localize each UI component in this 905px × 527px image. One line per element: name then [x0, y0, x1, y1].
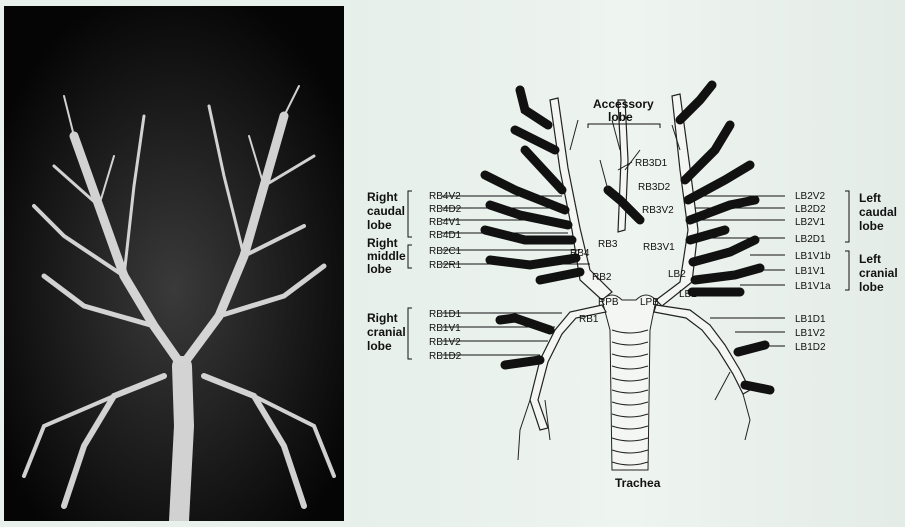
label-lpb: LPB	[640, 297, 659, 308]
group-left-caudal: Left caudal lobe	[859, 191, 900, 233]
label-rb4v1: RB4V1	[429, 217, 461, 228]
label-lb1v2: LB1V2	[795, 328, 825, 339]
group-right-caudal: Right caudal lobe	[367, 190, 408, 232]
label-lb2d2: LB2D2	[795, 204, 826, 215]
label-rb3d2: RB3D2	[638, 182, 671, 193]
label-rb4d1: RB4D1	[429, 230, 462, 241]
label-lb1d2: LB1D2	[795, 342, 826, 353]
right-labels: LB2V2 LB2D2 LB2V1 LB2D1 LB1V1b LB1V1 LB1…	[795, 191, 831, 353]
label-rb4d2: RB4D2	[429, 204, 462, 215]
label-rb3v1: RB3V1	[643, 242, 675, 253]
label-rb1d2: RB1D2	[429, 351, 462, 362]
label-rb3v2: RB3V2	[642, 205, 674, 216]
label-lb2: LB2	[668, 269, 686, 280]
group-left-cranial: Left cranial lobe	[859, 252, 901, 294]
trachea-title: Trachea	[615, 476, 661, 490]
label-rb1v1: RB1V1	[429, 323, 461, 334]
label-lb2v1: LB2V1	[795, 217, 825, 228]
label-rb4: RB4	[570, 248, 590, 259]
accessory-lobe-title-2: lobe	[608, 110, 633, 124]
label-lb2d1: LB2D1	[795, 234, 826, 245]
label-rb2: RB2	[592, 272, 612, 283]
group-right-cranial: Right cranial lobe	[367, 311, 409, 353]
label-rb1v2: RB1V2	[429, 337, 461, 348]
label-rpb: RPB	[598, 297, 619, 308]
label-rb3d1: RB3D1	[635, 158, 668, 169]
label-lb2v2: LB2V2	[795, 191, 825, 202]
left-labels: RB4V2 RB4D2 RB4V1 RB4D1 RB2C1 RB2R1 RB1D…	[429, 191, 462, 362]
label-rb2c1: RB2C1	[429, 246, 462, 257]
label-rb3: RB3	[598, 239, 618, 250]
label-rb4v2: RB4V2	[429, 191, 461, 202]
group-right-middle: Right middle lobe	[367, 236, 409, 276]
bronchogram-radiograph	[4, 6, 344, 521]
label-rb1: RB1	[579, 314, 599, 325]
trachea-shape	[602, 295, 656, 470]
label-lb1: LB1	[679, 289, 697, 300]
label-lb1v1a: LB1V1a	[795, 281, 831, 292]
label-lb1v1b: LB1V1b	[795, 251, 831, 262]
label-lb1v1: LB1V1	[795, 266, 825, 277]
bronchial-tree-diagram: Right caudal lobe Right middle lobe Righ…	[350, 0, 905, 527]
label-rb1d1: RB1D1	[429, 309, 462, 320]
label-rb2r1: RB2R1	[429, 260, 462, 271]
accessory-lobe-title-1: Accessory	[593, 97, 654, 111]
label-lb1d1: LB1D1	[795, 314, 826, 325]
